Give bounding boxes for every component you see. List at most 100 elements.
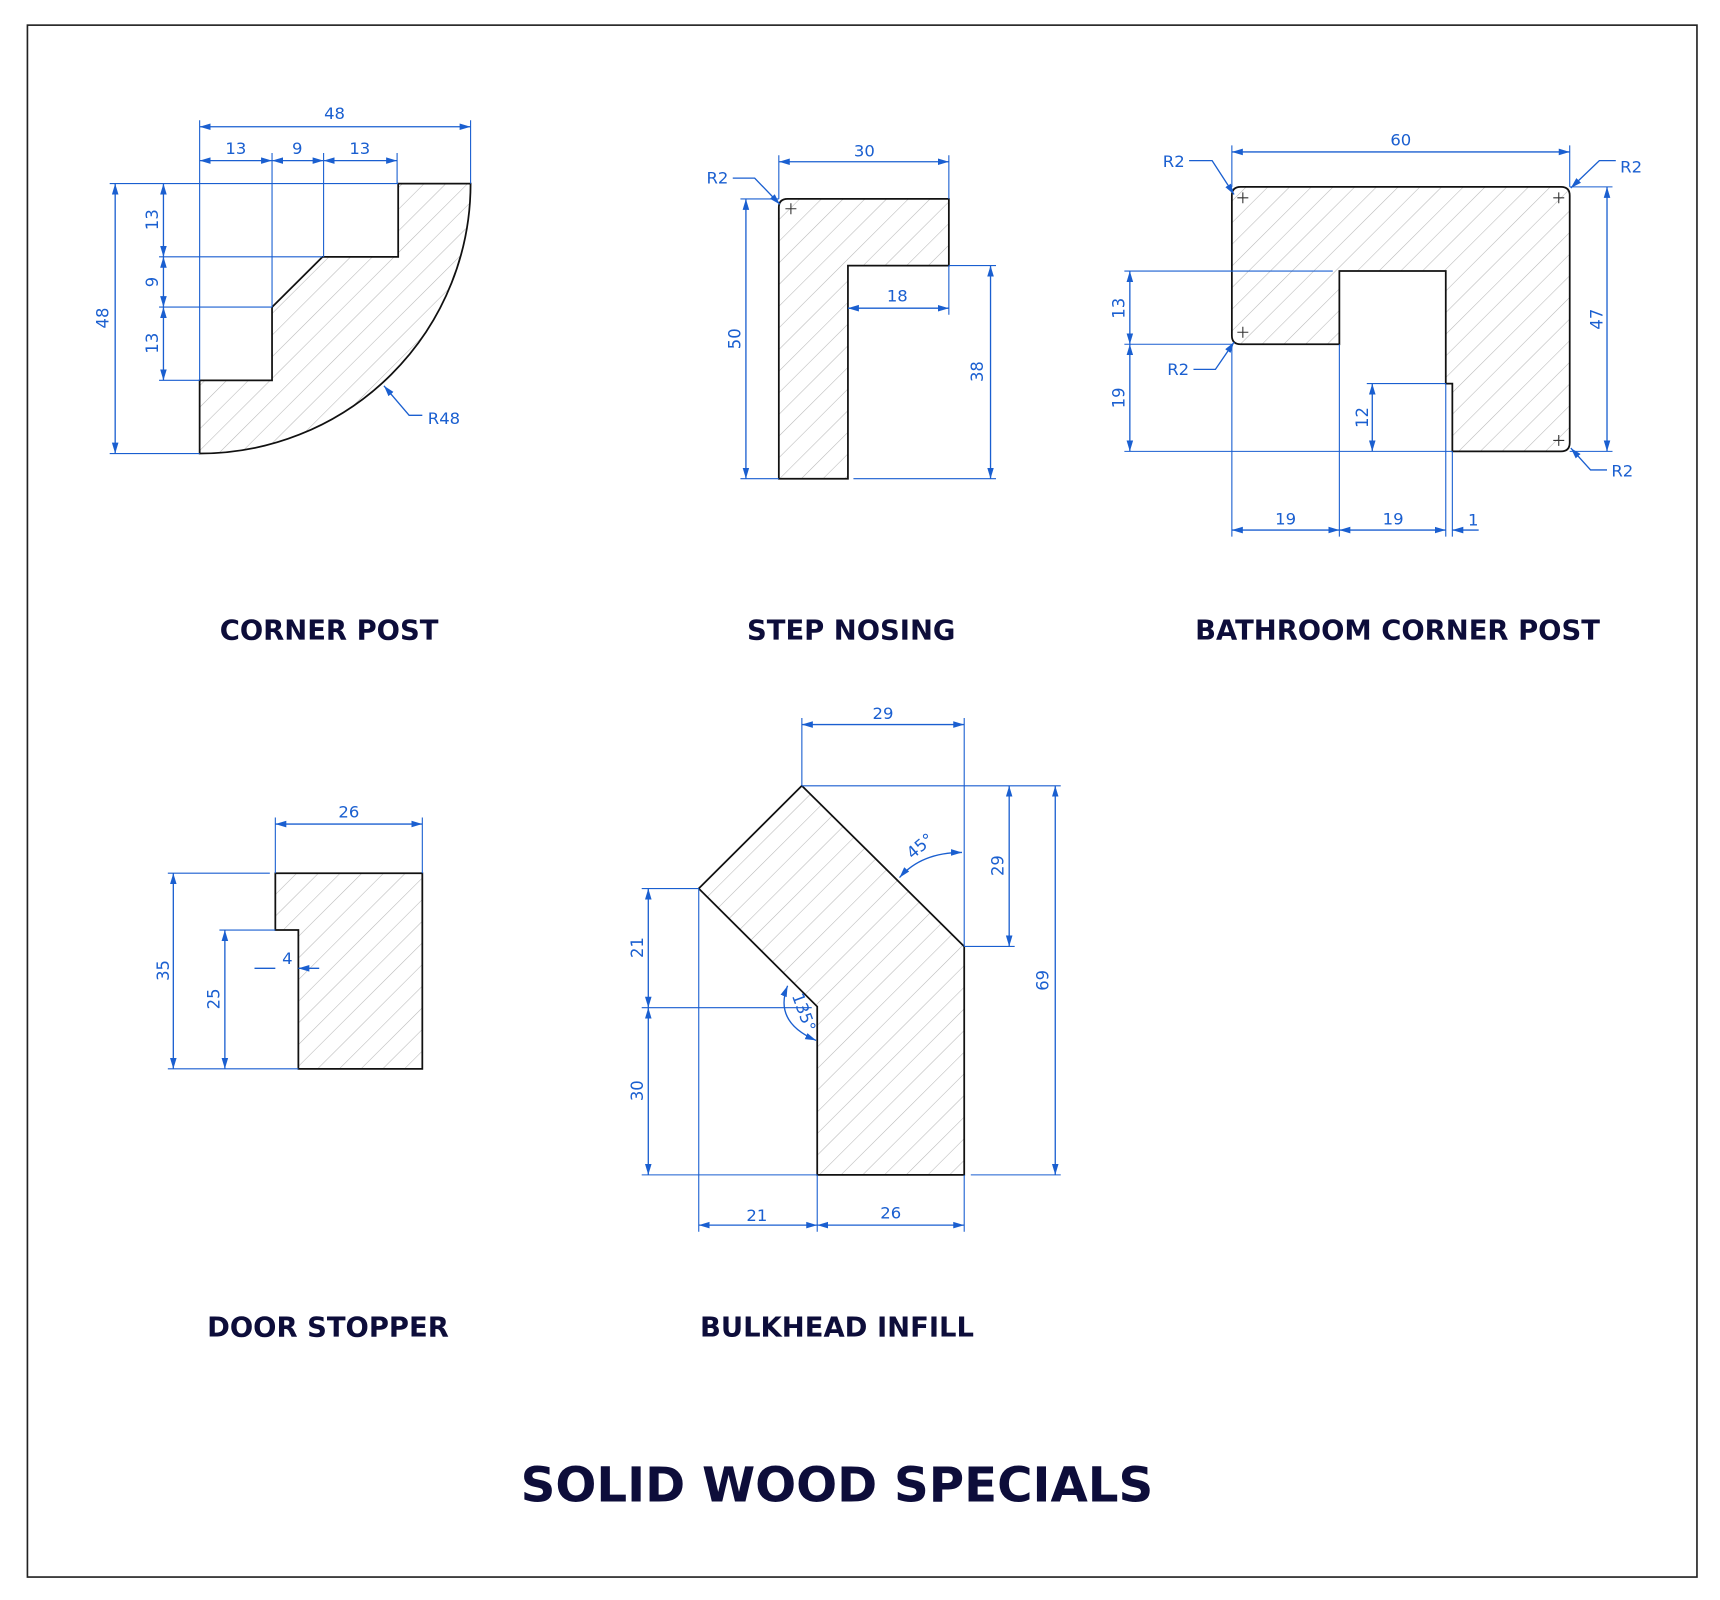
dimension-label: 47 [1588, 309, 1607, 330]
dimension-label: 50 [725, 328, 744, 349]
radius-label: R2 [1167, 360, 1189, 379]
dimension: 18 [847, 287, 949, 312]
corner-post-title: CORNER POST [220, 615, 439, 646]
dimension-label: 12 [1353, 407, 1372, 428]
dimension: 35 [154, 873, 177, 1069]
dimension-label: 29 [989, 855, 1008, 876]
dimension: 13 [143, 183, 167, 257]
dimension: 26 [275, 803, 423, 828]
dimension-label: 21 [628, 937, 647, 958]
sheet-main-title: SOLID WOOD SPECIALS [521, 1458, 1154, 1514]
dimension-label: 60 [1390, 130, 1411, 149]
dimension: 30 [778, 141, 949, 166]
leader-line [1193, 341, 1235, 371]
dimension: 9 [143, 256, 167, 308]
dimension-label: 19 [1383, 510, 1404, 529]
radius-centre-marks [785, 192, 1565, 446]
dimension-label: 13 [1109, 298, 1128, 319]
dimension: 26 [817, 1204, 965, 1229]
dimension-label: 26 [880, 1204, 901, 1223]
leader-line [732, 177, 781, 205]
door-stopper-profile [274, 872, 424, 1070]
radius-label: R2 [1163, 152, 1185, 171]
dimension-label: 26 [338, 803, 359, 822]
dimension: 29 [989, 785, 1013, 947]
bathroom-corner-post-title: BATHROOM CORNER POST [1195, 615, 1600, 646]
extension-line [740, 155, 997, 480]
radius-leader: R2 [1163, 152, 1235, 195]
dimension: 19 [1109, 344, 1134, 452]
dimension: 13 [1109, 271, 1134, 345]
bulkhead-infill-title: BULKHEAD INFILL [700, 1313, 974, 1344]
radius-label: R2 [1620, 158, 1642, 177]
dimension: 13 [199, 139, 273, 164]
extension-line [641, 718, 1061, 1232]
radius-leader: R2 [706, 169, 781, 205]
step-nosing-profile [777, 198, 950, 480]
leader-line [383, 385, 423, 416]
dimension: 29 [801, 704, 965, 728]
radius-leader: R48 [383, 385, 460, 428]
extension-line [167, 817, 423, 1070]
dimension: 21 [628, 888, 652, 1008]
dimension-label: 21 [746, 1206, 767, 1225]
dimension-label: 9 [143, 277, 162, 287]
corner-post-profile [198, 182, 472, 455]
leader-line [1570, 160, 1616, 189]
dimension: 19 [1339, 510, 1446, 534]
dimension: 21 [698, 1206, 818, 1229]
dimension-label: 13 [349, 139, 370, 158]
extension-line [109, 183, 399, 455]
leader-line [1189, 160, 1235, 195]
dimension-label: 35 [154, 960, 173, 981]
radius-label: R2 [1611, 462, 1633, 481]
dimension-label: 48 [324, 104, 345, 123]
dimension: 25 [204, 930, 229, 1069]
bathroom-corner-post-profile [1230, 186, 1571, 453]
dimension-label: 48 [94, 308, 113, 329]
dimension: 13 [143, 307, 167, 381]
dimension-label: 30 [854, 141, 875, 160]
dimension-label: 30 [628, 1080, 647, 1101]
dimension: 48 [199, 104, 471, 131]
door-stopper-title: DOOR STOPPER [207, 1313, 449, 1344]
dimension: 9 [272, 139, 324, 164]
dimension: 38 [968, 265, 994, 479]
dimension-label: 4 [282, 949, 292, 968]
dimension: 50 [725, 198, 750, 479]
dimension: 69 [1034, 785, 1059, 1175]
dimension-label: 1 [1468, 511, 1478, 530]
leader-line [1570, 447, 1608, 471]
dimension-label: 13 [143, 333, 162, 354]
angle-label: 45° [903, 829, 938, 862]
extension-line [1231, 344, 1453, 537]
radius-leader: R2 [1167, 341, 1235, 379]
dimension: 12 [1353, 383, 1376, 452]
dimension-label: 19 [1109, 387, 1128, 408]
sheet-border [26, 24, 1698, 1578]
dimension-label: 38 [968, 361, 987, 382]
dimension: 13 [323, 139, 398, 164]
dimension: 60 [1231, 130, 1570, 156]
dimension-label: 29 [873, 704, 894, 723]
dimension-label: 19 [1275, 510, 1296, 529]
radius-label: R2 [706, 169, 728, 188]
dimension: 47 [1588, 186, 1611, 452]
extension-line [1124, 145, 1613, 452]
radius-leader: R2 [1570, 158, 1642, 189]
dimension-label: 25 [204, 988, 223, 1009]
dimension-label: 9 [292, 139, 302, 158]
dimension: 48 [94, 183, 119, 454]
angle-arc [780, 985, 817, 1042]
step-nosing-title: STEP NOSING [747, 615, 955, 646]
radius-leader: R2 [1570, 447, 1633, 481]
radius-label: R48 [428, 409, 460, 428]
dimension-label: 13 [143, 209, 162, 230]
extension-line [199, 120, 472, 381]
dimension: 30 [628, 1007, 652, 1175]
angle-arc [898, 849, 963, 879]
dimension-label: 13 [225, 139, 246, 158]
dimension-label: 18 [887, 287, 908, 306]
dimension-label: 69 [1034, 970, 1053, 991]
